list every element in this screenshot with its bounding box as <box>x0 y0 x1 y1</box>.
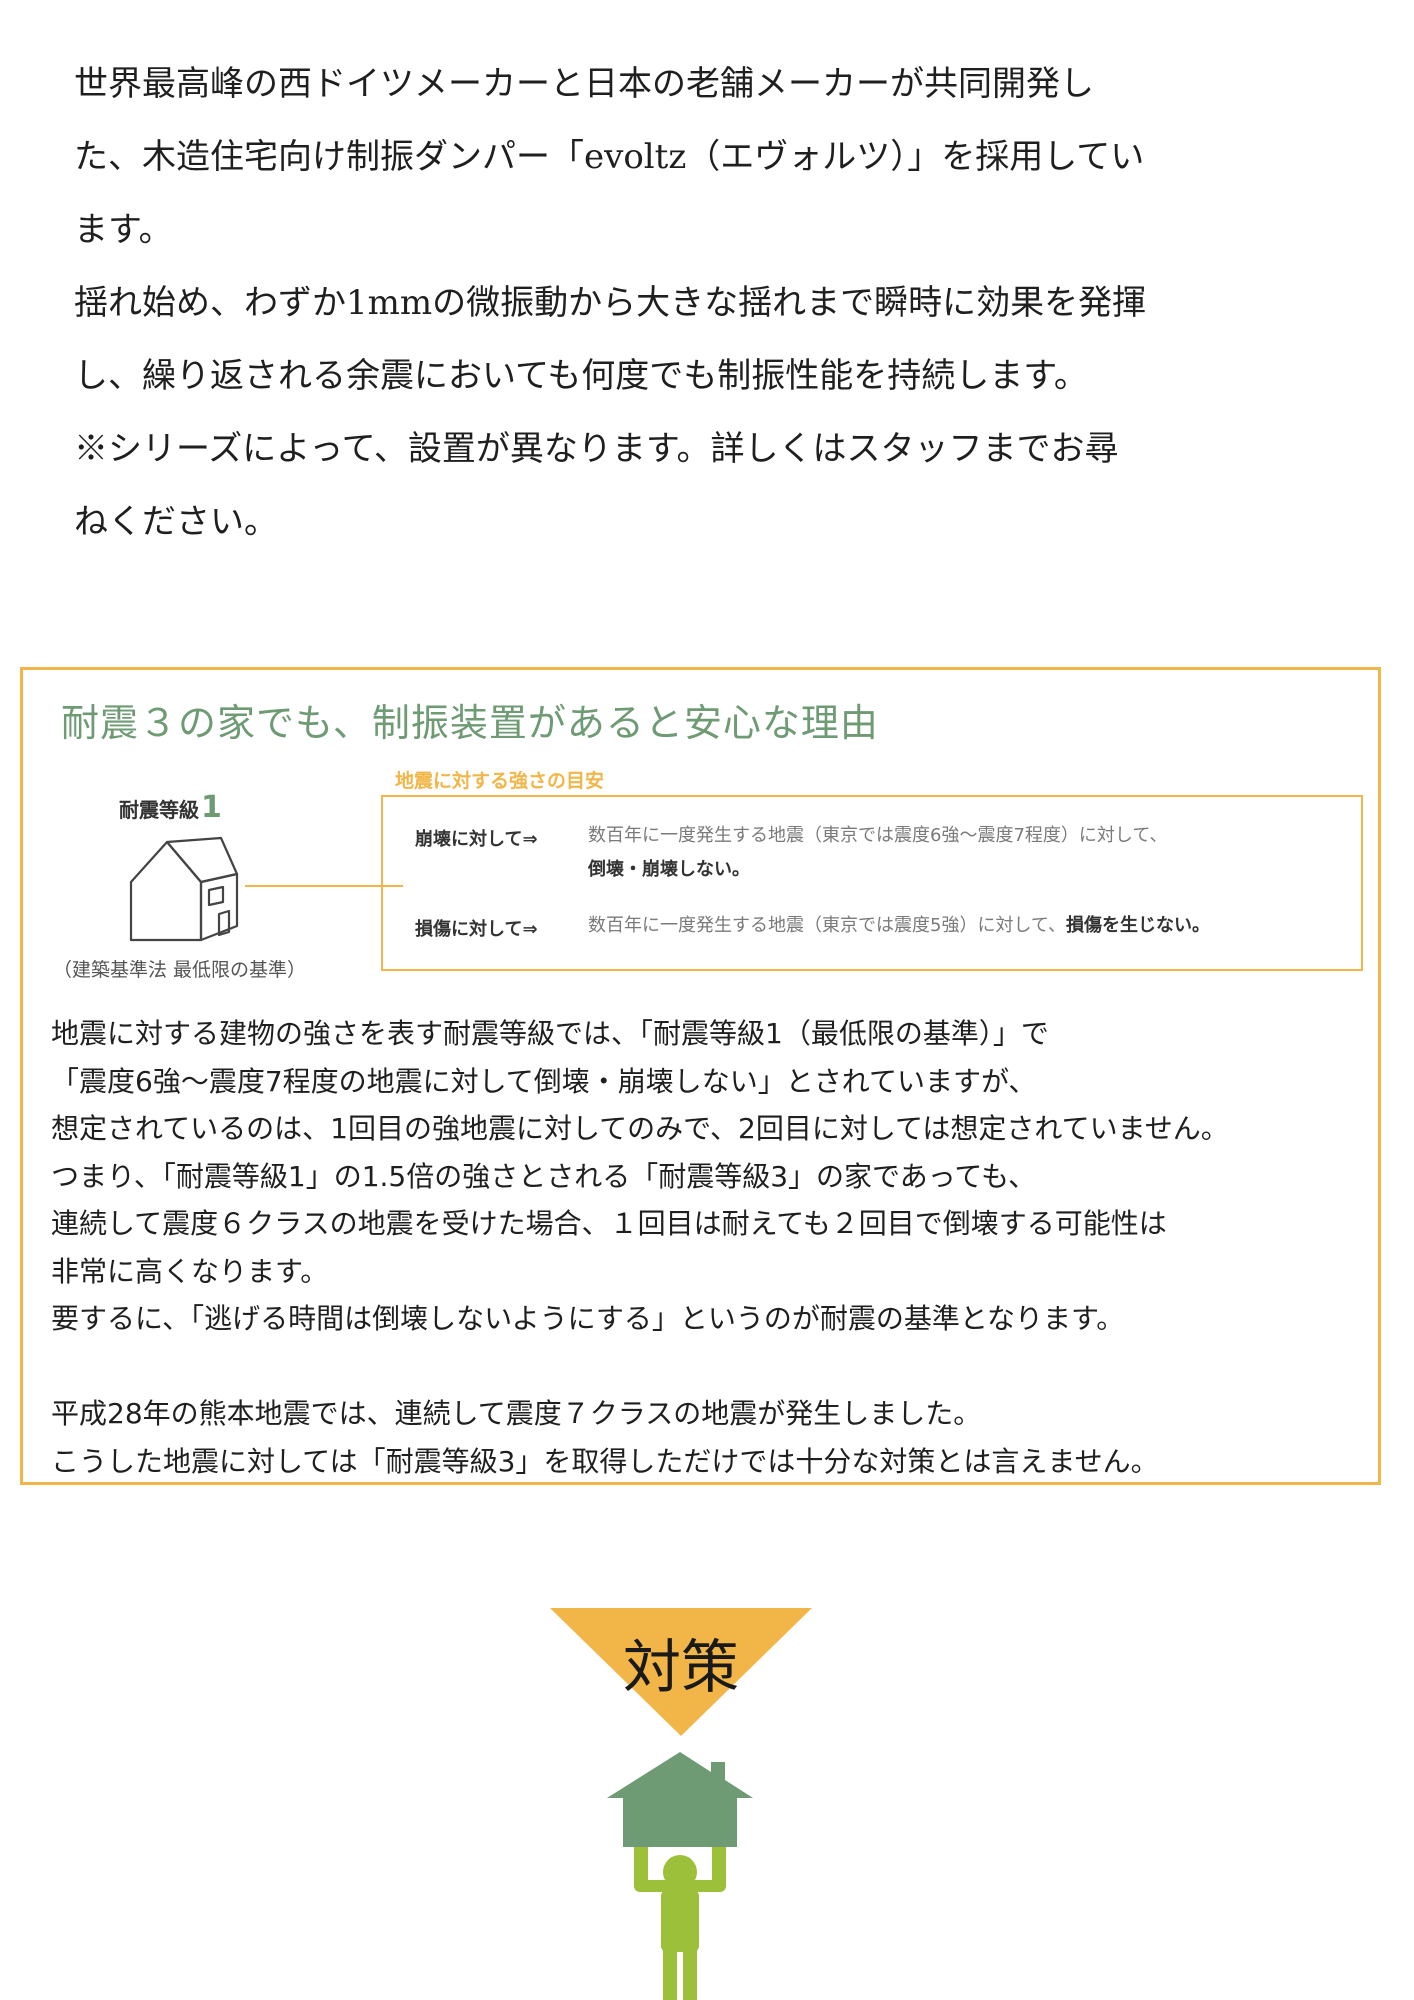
grade-caption: （建築基準法 最低限の基準） <box>53 959 307 981</box>
row-desc-bold: 損傷を生じない。 <box>1066 915 1211 936</box>
grade-label: 耐震等級1 <box>119 790 222 825</box>
triangle-arrow-icon <box>550 1608 812 1736</box>
scale-box: 崩壊に対して⇒ 数百年に一度発生する地震（東京では震度6強〜震度7程度）に対して… <box>381 795 1363 971</box>
taisaku-label: 対策 <box>622 1633 739 1701</box>
intro-line: 揺れ始め、わずか1mmの微振動から大きな揺れまで瞬時に効果を発揮 <box>74 283 1147 323</box>
house-outline-icon <box>129 836 239 942</box>
body-line: 地震に対する建物の強さを表す耐震等級では、「耐震等級1（最低限の基準）」で <box>51 1017 1049 1050</box>
intro-line: ※シリーズによって、設置が異なります。詳しくはスタッフまでお尋 <box>74 429 1119 469</box>
body-line: 連続して震度６クラスの地震を受けた場合、１回目は耐えても２回目で倒壊する可能性は <box>51 1207 1167 1240</box>
row-label: 崩壊に対して⇒ <box>415 829 538 850</box>
row-label: 損傷に対して⇒ <box>415 919 538 940</box>
intro-line: ます。 <box>74 210 173 250</box>
connector-line <box>245 885 403 887</box>
intro-line: ねください。 <box>74 502 278 542</box>
body-line: 想定されているのは、1回目の強地震に対してのみで、2回目に対しては想定されていま… <box>51 1112 1229 1145</box>
body-line: 「震度6強〜震度7程度の地震に対して倒壊・崩壊しない」とされていますが、 <box>51 1064 1037 1098</box>
box-title: 耐震３の家でも、制振装置があると安心な理由 <box>61 701 879 745</box>
intro-line: し、繰り返される余震においても何度でも制振性能を持続します。 <box>74 356 1088 396</box>
grade-number: 1 <box>201 790 222 825</box>
intro-line: 世界最高峰の西ドイツメーカーと日本の老舗メーカーが共同開発し <box>74 64 1094 104</box>
box-body-text: 地震に対する建物の強さを表す耐震等級では、「耐震等級1（最低限の基準）」で 「震… <box>51 1010 1361 1485</box>
row-desc-line: 数百年に一度発生する地震（東京では震度6強〜震度7程度）に対して、 <box>588 825 1168 846</box>
body-line: こうした地震に対しては「耐震等級3」を取得しただけでは十分な対策とは言えません。 <box>51 1444 1159 1478</box>
row-desc: 数百年に一度発生する地震（東京では震度6強〜震度7程度）に対して、 倒壊・崩壊し… <box>588 819 1167 887</box>
body-line: 平成28年の熊本地震では、連続して震度７クラスの地震が発生しました。 <box>51 1397 982 1430</box>
row-desc: 数百年に一度発生する地震（東京では震度5強）に対して、損傷を生じない。 <box>588 909 1210 943</box>
person-holding-house-icon <box>607 1752 753 2000</box>
scale-title: 地震に対する強さの目安 <box>395 770 605 792</box>
earthquake-info-box: 耐震３の家でも、制振装置があると安心な理由 耐震等級1 （建築基準法 最低限の基… <box>20 667 1381 1485</box>
body-line: 要するに、「逃げる時間は倒壊しないようにする」というのが耐震の基準となります。 <box>51 1302 1125 1335</box>
row-desc-bold: 倒壊・崩壊しない。 <box>588 859 750 880</box>
intro-line: た、木造住宅向け制振ダンパー「evoltz（エヴォルツ）」を採用してい <box>74 137 1145 177</box>
body-line: つまり、「耐震等級1」の1.5倍の強さとされる「耐震等級3」の家であっても、 <box>51 1159 1037 1193</box>
body-line: 非常に高くなります。 <box>51 1254 329 1288</box>
paragraph-gap <box>51 1343 1361 1391</box>
row-desc-line: 数百年に一度発生する地震（東京では震度5強）に対して、 <box>588 915 1067 936</box>
grade-label-text: 耐震等級 <box>119 798 199 822</box>
intro-text: 世界最高峰の西ドイツメーカーと日本の老舗メーカーが共同開発し た、木造住宅向け制… <box>74 48 1274 559</box>
